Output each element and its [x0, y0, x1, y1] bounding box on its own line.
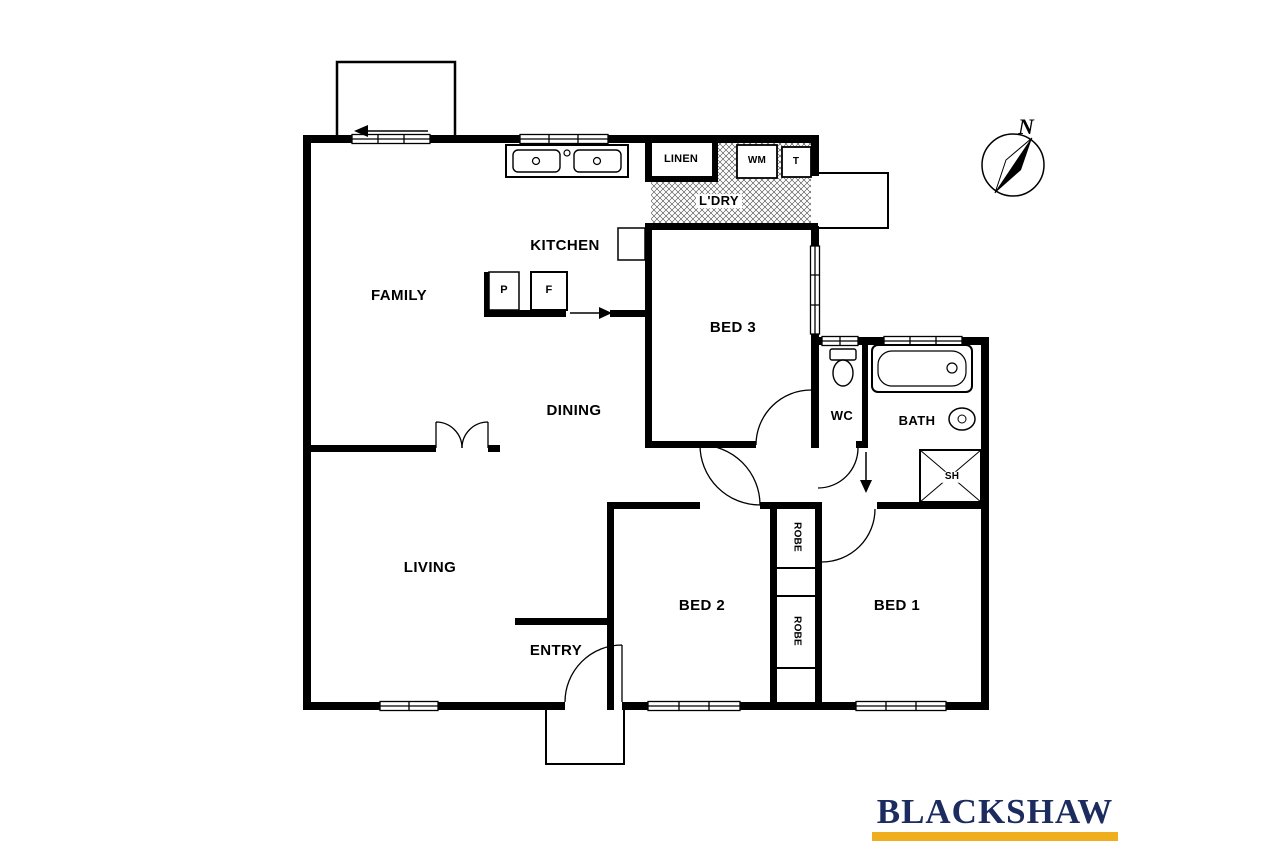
toilet	[829, 348, 857, 387]
compass-needle-dark	[995, 138, 1032, 193]
room-label-family: FAMILY	[370, 287, 428, 305]
door-arcs	[435, 389, 876, 703]
room-label-bed1: BED 1	[873, 597, 921, 615]
label-fridge: F	[545, 284, 553, 297]
window-kitchen	[519, 133, 609, 145]
room-label-bath: BATH	[898, 413, 936, 429]
window-carport	[351, 133, 431, 145]
window-living	[379, 700, 439, 712]
room-label-kitchen: KITCHEN	[530, 237, 600, 255]
label-pantry: P	[500, 284, 508, 297]
outline-structures	[335, 60, 889, 765]
room-label-bed3: BED 3	[709, 319, 757, 337]
windows	[351, 133, 963, 712]
north-compass	[981, 133, 1045, 197]
door-hall-2	[699, 444, 761, 506]
label-robe-lower: ROBE	[791, 616, 803, 646]
label-laundry-tub: T	[792, 155, 800, 167]
window-bed2	[647, 700, 741, 712]
washing-machine-box	[736, 144, 778, 179]
pantry-box	[488, 271, 520, 311]
label-washing-machine: WM	[747, 154, 767, 166]
room-label-entry: ENTRY	[529, 642, 583, 660]
bathtub	[871, 344, 973, 393]
kitchen-alcove	[617, 227, 646, 261]
room-label-bed2: BED 2	[678, 597, 726, 615]
vanity-basin	[948, 407, 976, 431]
door-family-left	[435, 421, 463, 449]
door-family-right	[461, 421, 489, 449]
entry-porch-outline	[545, 710, 625, 765]
walls	[303, 135, 989, 710]
flow-arrows	[354, 125, 872, 493]
carport-outline	[335, 60, 457, 135]
door-bed3	[755, 389, 812, 446]
compass-north-label: N	[1018, 114, 1034, 139]
door-hall-1	[699, 444, 761, 506]
arrow-carport	[354, 125, 428, 137]
room-label-dining: DINING	[546, 402, 602, 420]
door-entry	[564, 644, 623, 703]
room-label-living: LIVING	[403, 559, 457, 577]
laundry-tub-box	[781, 146, 812, 178]
arrow-bath	[860, 452, 872, 493]
kitchen-sink	[505, 144, 629, 178]
robe-dividers	[777, 567, 815, 669]
arrow-kitchen	[570, 307, 612, 319]
brand-underline	[872, 832, 1118, 841]
label-shower: SH	[941, 471, 963, 483]
door-wc	[817, 447, 859, 489]
window-bed1	[855, 700, 947, 712]
window-wc	[821, 335, 859, 347]
laundry-step-outline	[819, 172, 889, 229]
brand-wordmark: BLACKSHAW	[876, 792, 1114, 831]
label-robe-upper: ROBE	[791, 522, 803, 552]
door-bed1	[821, 508, 876, 563]
fridge-box	[530, 271, 568, 311]
window-bed3	[809, 245, 821, 335]
room-label-laundry: L'DRY	[696, 194, 742, 208]
label-linen: LINEN	[664, 153, 698, 166]
room-label-wc: WC	[830, 408, 854, 424]
